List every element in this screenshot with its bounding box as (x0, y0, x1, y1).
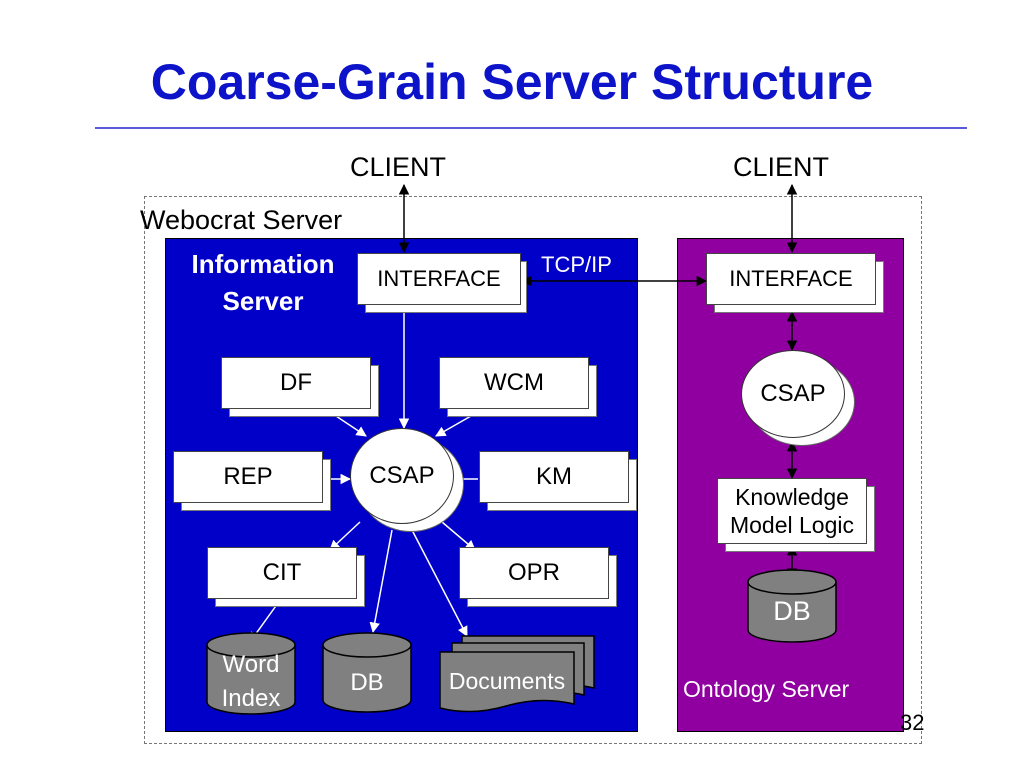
info-interface-label: INTERFACE (357, 253, 521, 305)
webocrat-server-label: Webocrat Server (140, 205, 343, 235)
wcm-label: WCM (439, 357, 589, 409)
link-csap-db (369, 529, 393, 634)
slide-title: Coarse-Grain Server Structure (150, 54, 874, 110)
word-index-label-line1: Word (222, 651, 280, 678)
word-index-cylinder (206, 632, 296, 715)
link-csap-opr (441, 521, 476, 551)
ontology-server-label: Ontology Server (683, 676, 850, 702)
kml-label-wrap: Knowledge Model Logic (717, 478, 867, 544)
title-divider (95, 127, 967, 129)
cit-label: CIT (207, 547, 357, 599)
documents-stack (439, 635, 595, 713)
km-label: KM (479, 451, 629, 503)
link-csap-cit (329, 521, 361, 551)
link-csap-documents (411, 529, 468, 637)
documents-label: Documents (448, 668, 566, 694)
client-right-label: CLIENT (733, 152, 830, 182)
page-number: 32 (900, 710, 925, 735)
info-csap-circle: CSAP (350, 428, 454, 524)
information-server-label-line1: Information (191, 249, 335, 279)
info-db-cylinder (322, 632, 412, 713)
rep-label: REP (173, 451, 323, 503)
kml-label-line2: Model Logic (729, 512, 855, 538)
info-db-label: DB (350, 669, 384, 696)
onto-csap-circle: CSAP (741, 350, 845, 438)
tcpip-label: TCP/IP (541, 252, 612, 277)
client-left-label: CLIENT (350, 152, 447, 182)
kml-label-line1: Knowledge (735, 484, 849, 510)
word-index-label-line2: Index (221, 685, 281, 712)
onto-db-label: DB (773, 596, 811, 626)
opr-label: OPR (459, 547, 609, 599)
onto-interface-label: INTERFACE (706, 253, 876, 305)
df-label: DF (221, 357, 371, 409)
webocrat-server-frame (144, 196, 922, 744)
onto-db-cylinder (747, 569, 837, 643)
information-server-label-line2: Server (222, 286, 304, 316)
